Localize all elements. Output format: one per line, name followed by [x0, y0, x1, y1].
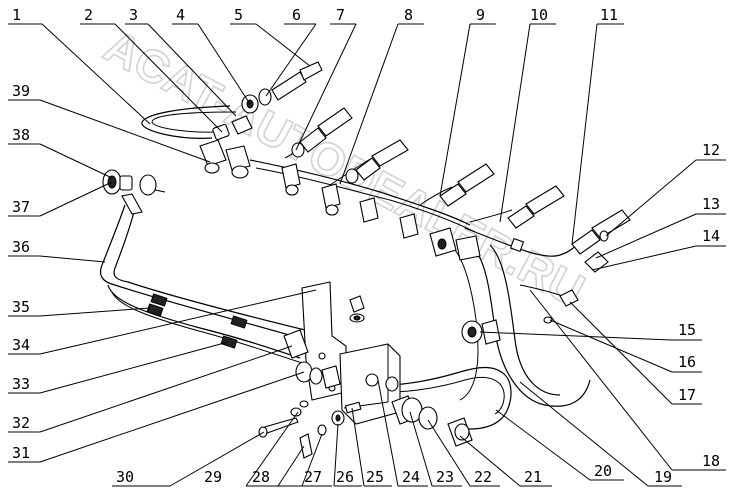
parts-washer-top	[349, 295, 365, 323]
pipe-left-36	[99, 204, 301, 339]
label-30: 30	[116, 468, 134, 486]
watermark: ACAT-AUTODEALER.RU	[95, 19, 593, 318]
label-22: 22	[474, 468, 492, 486]
watermark-text: ACAT-AUTODEALER.RU	[96, 19, 593, 316]
fittings-left-block	[146, 293, 341, 389]
pipe-left-35b	[111, 291, 306, 365]
label-29: 29	[204, 468, 222, 486]
pipe-right-down-a	[469, 244, 591, 407]
pipe-right-down-b	[489, 244, 561, 396]
label-28: 28	[252, 468, 270, 486]
injector-7	[291, 107, 353, 158]
leader-lines	[8, 23, 726, 487]
label-2: 2	[84, 6, 93, 24]
label-8: 8	[404, 6, 413, 24]
pipe-left-35	[107, 284, 301, 359]
label-26: 26	[336, 468, 354, 486]
fittings-block-right	[391, 395, 473, 447]
label-15: 15	[678, 321, 696, 339]
label-9: 9	[476, 6, 485, 24]
label-37: 37	[12, 198, 30, 216]
label-19: 19	[654, 468, 672, 486]
pipe-loop-a	[141, 105, 231, 139]
pipe-lower-bend	[384, 366, 512, 430]
callout-labels: 1 2 3 4 5 6 7 8 9 10 11 12 13 14 15 16 1…	[12, 6, 720, 486]
pipe-injector-4	[469, 209, 513, 223]
label-31: 31	[12, 444, 30, 462]
pipe-injector-3	[419, 186, 453, 206]
label-32: 32	[12, 414, 30, 432]
label-10: 10	[530, 6, 548, 24]
parts-right-13-17	[509, 237, 609, 324]
fitting-37-38	[102, 169, 166, 215]
label-34: 34	[12, 336, 30, 354]
label-20: 20	[594, 462, 612, 480]
label-38: 38	[12, 126, 30, 144]
label-14: 14	[702, 227, 720, 245]
label-1: 1	[12, 6, 21, 24]
parts	[102, 61, 631, 459]
label-23: 23	[436, 468, 454, 486]
label-25: 25	[366, 468, 384, 486]
injector-11-12	[571, 209, 631, 255]
label-3: 3	[129, 6, 138, 24]
label-18: 18	[702, 452, 720, 470]
label-5: 5	[234, 6, 243, 24]
label-6: 6	[292, 6, 301, 24]
label-11: 11	[600, 6, 618, 24]
label-24: 24	[402, 468, 420, 486]
pipe-lower-bend-b	[389, 376, 505, 415]
pipe-loop-b	[151, 111, 237, 133]
label-17: 17	[678, 386, 696, 404]
label-33: 33	[12, 375, 30, 393]
label-16: 16	[678, 353, 696, 371]
label-4: 4	[176, 6, 185, 24]
label-27: 27	[304, 468, 322, 486]
label-36: 36	[12, 238, 30, 256]
label-7: 7	[336, 6, 345, 24]
fitting-cluster-center	[281, 163, 481, 261]
pipe-left-36b	[113, 207, 306, 331]
distribution-block	[339, 343, 401, 425]
label-12: 12	[702, 141, 720, 159]
bolts-washers	[258, 400, 345, 459]
injector-10	[507, 185, 565, 229]
injector-8	[345, 139, 409, 184]
injector-9	[439, 163, 495, 207]
pipe-right-down-c	[454, 249, 479, 401]
fitting-39	[199, 115, 253, 179]
label-21: 21	[524, 468, 542, 486]
label-35: 35	[12, 298, 30, 316]
injector-5-6	[241, 61, 323, 114]
label-13: 13	[702, 195, 720, 213]
label-39: 39	[12, 82, 30, 100]
